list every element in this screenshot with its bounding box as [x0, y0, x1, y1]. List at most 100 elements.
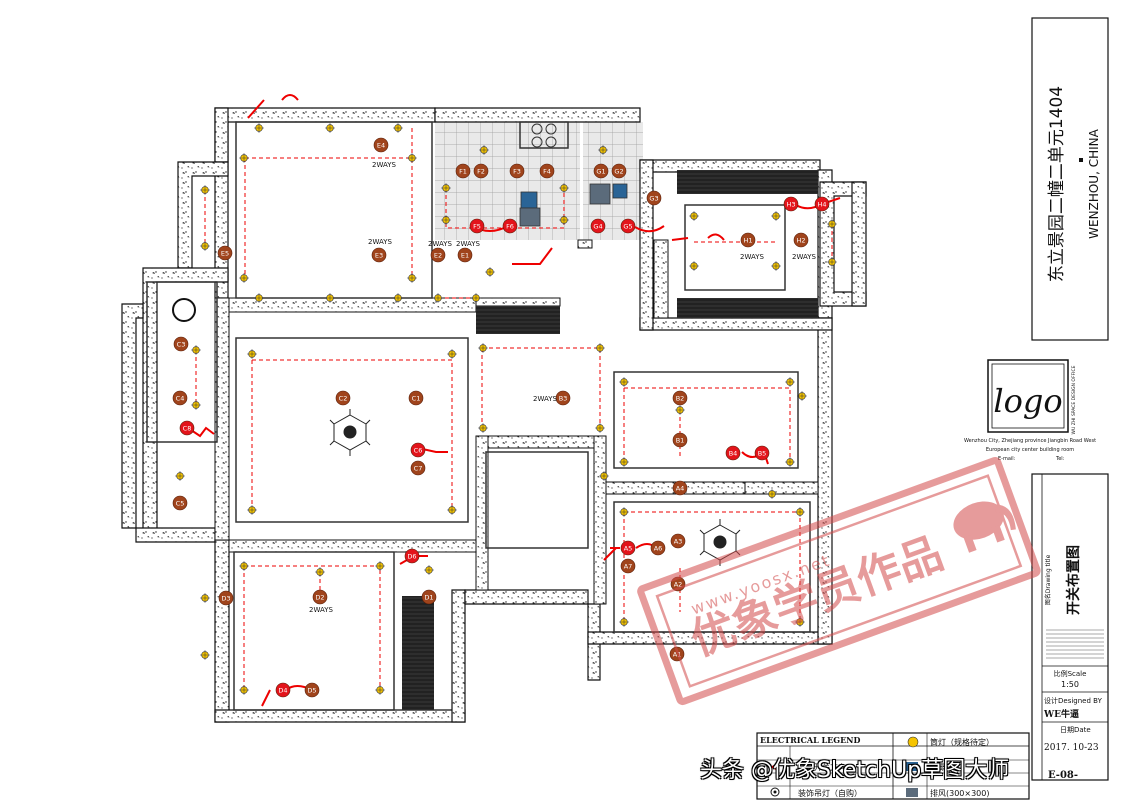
- switch-code-label: F2: [477, 168, 485, 176]
- two-ways-label: 2WAYS: [368, 238, 393, 246]
- downlight-yellow-icon: [907, 736, 919, 748]
- switch-code-label: F4: [543, 168, 551, 176]
- switch-code-label: E2: [434, 252, 442, 260]
- switch-marker-f3: F3: [509, 163, 525, 179]
- switch-code-label: D2: [315, 594, 324, 602]
- downlight-icon: [239, 273, 249, 283]
- downlight-icon: [375, 685, 385, 695]
- switch-marker-g4: G4: [590, 218, 606, 234]
- switch-marker-a4: A4: [672, 480, 688, 496]
- title-dot: [1079, 158, 1083, 162]
- scale-value: 1:50: [1061, 680, 1079, 689]
- downlight-icon: [325, 293, 335, 303]
- bathroom-tile-floor: [583, 122, 643, 240]
- drawing-title: 开关布置图: [1065, 545, 1082, 615]
- switch-marker-g2: G2: [611, 163, 627, 179]
- switch-code-label: D3: [221, 595, 230, 603]
- switch-marker-b5: B5: [754, 445, 770, 461]
- downlight-icon: [485, 267, 495, 277]
- downlight-icon: [200, 593, 210, 603]
- downlight-icon: [407, 153, 417, 163]
- legend-title: ELECTRICAL LEGEND: [760, 735, 860, 745]
- switch-code-label: C6: [414, 447, 423, 455]
- scale-label: 比例Scale: [1054, 669, 1087, 678]
- switch-marker-d4: D4: [275, 682, 291, 698]
- legend-item-label: 筒灯（规格待定）: [930, 737, 994, 747]
- logo-text: logo: [993, 382, 1062, 420]
- downlight-icon: [424, 565, 434, 575]
- switch-marker-c7: C7: [410, 460, 426, 476]
- date-label: 日期Date: [1060, 726, 1091, 734]
- bath-heater-icon: [906, 762, 918, 771]
- downlight-icon: [689, 261, 699, 271]
- wardrobe-north: [677, 170, 818, 194]
- switch-code-label: B1: [676, 437, 685, 445]
- downlight-icon: [797, 391, 807, 401]
- legend-item-label: 装饰吊灯（自购）: [798, 788, 862, 798]
- ceiling-outlines: [146, 121, 811, 711]
- downlight-icon: [827, 219, 837, 229]
- downlight-icon: [191, 400, 201, 410]
- downlight-icon: [559, 183, 569, 193]
- downlight-icon: [478, 343, 488, 353]
- stove: [531, 123, 557, 148]
- switch-code-label: G3: [649, 195, 658, 203]
- switch-marker-d1: D1: [421, 589, 437, 605]
- switch-code-label: E5: [221, 250, 229, 258]
- sheet-number: E-08-: [1048, 770, 1078, 781]
- elephant-icon: [953, 501, 1016, 553]
- project-title: 东立景园二幢二单元1404: [1047, 86, 1067, 282]
- downlight-icon: [599, 471, 609, 481]
- pendant-lamp-icon: [770, 787, 780, 797]
- switch-marker-h1: H1: [740, 232, 756, 248]
- downlight-icon: [447, 349, 457, 359]
- switch-marker-f1: F1: [455, 163, 471, 179]
- switch-marker-c6: C6: [410, 442, 426, 458]
- switch-code-label: D5: [307, 687, 316, 695]
- downlight-icon: [393, 123, 403, 133]
- switch-direction-icon: [770, 763, 778, 771]
- switch-marker-g5: G5: [620, 218, 636, 234]
- company-name-vertical: WU ZHI SPACE DESIGN OFFICE: [1071, 365, 1077, 434]
- downlight-icon: [175, 471, 185, 481]
- switch-code-label: A4: [676, 485, 685, 493]
- legend-item-label: 双控开关方向: [798, 762, 846, 772]
- switch-marker-h4: H4: [814, 196, 830, 212]
- exterior-walls: [121, 107, 867, 723]
- switch-code-label: B5: [758, 450, 767, 458]
- project-city: WENZHOU, CHINA: [1087, 128, 1101, 238]
- switch-code-label: E4: [377, 142, 385, 150]
- downlight-icon: [771, 211, 781, 221]
- pendant-lamp-icon: [329, 409, 371, 456]
- switch-marker-a7: A7: [620, 558, 636, 574]
- downlight-icon: [191, 345, 201, 355]
- downlight-icon: [471, 293, 481, 303]
- downlight-icon: [827, 257, 837, 267]
- downlight-icon: [447, 505, 457, 515]
- switch-code-label: C4: [176, 395, 185, 403]
- switch-code-label: F5: [473, 223, 481, 231]
- drawing-info-frame: [1031, 473, 1109, 781]
- downlight-icon: [247, 505, 257, 515]
- switch-routing-lines: [195, 128, 833, 690]
- switch-marker-h2: H2: [793, 232, 809, 248]
- switch-code-label: H3: [786, 201, 795, 209]
- switch-code-label: C1: [412, 395, 421, 403]
- switch-code-label: H1: [743, 237, 752, 245]
- email-label: E-mail:: [998, 456, 1016, 462]
- downlight-icon: [478, 423, 488, 433]
- water-heater-icon: [172, 298, 196, 322]
- switch-code-label: B3: [559, 395, 568, 403]
- downlight-icon: [785, 377, 795, 387]
- logo-frame: [987, 359, 1069, 433]
- notes-lines: [1046, 629, 1104, 659]
- two-ways-label: 2WAYS: [792, 253, 817, 261]
- exhaust-fan-icon: [589, 183, 611, 205]
- switch-code-label: B2: [676, 395, 685, 403]
- address-line-1: Wenzhou City, Zhejiang province Jiangbin…: [964, 438, 1096, 444]
- address-line-2: European city center building room: [986, 447, 1074, 453]
- downlight-icon: [393, 293, 403, 303]
- switch-code-label: D4: [278, 687, 287, 695]
- downlight-icon: [254, 123, 264, 133]
- switch-marker-d5: D5: [304, 682, 320, 698]
